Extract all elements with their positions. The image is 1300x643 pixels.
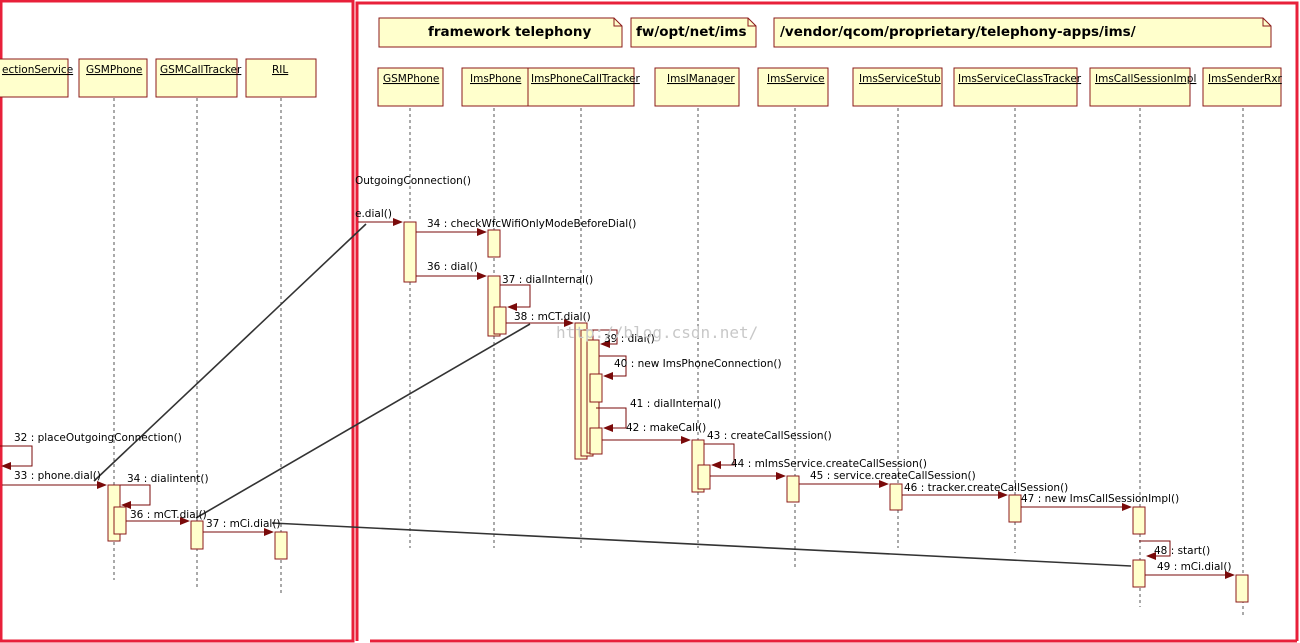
right-message-41: 41 : dialInternal() (630, 398, 721, 410)
right-message-48: 48 : start() (1154, 545, 1210, 557)
svg-text:ImsServiceClassTracker: ImsServiceClassTracker (958, 73, 1082, 85)
svg-text:ImsSenderRxr: ImsSenderRxr (1208, 73, 1283, 85)
svg-text:RIL: RIL (272, 64, 288, 76)
right-message-43: 43 : createCallSession() (707, 430, 832, 442)
right-message-46: 46 : tracker.createCallSession() (904, 482, 1068, 494)
participant-imsserviceclasstracker: ImsServiceClassTracker (953, 67, 1082, 107)
header-label-0: framework telephony (428, 24, 591, 40)
svg-text:GSMPhone: GSMPhone (383, 73, 439, 85)
right-message-outgoing-connection: OutgoingConnection() (355, 175, 471, 187)
participant-imsservicestub: ImsServiceStub (852, 67, 943, 107)
left-message-36: 36 : mCT.dial() (130, 509, 207, 521)
participant-gsmphone-right: GSMPhone (377, 67, 444, 107)
cross-panel-connectors (93, 223, 1132, 567)
left-message-37: 37 : mCi.dial() (206, 518, 281, 530)
left-panel-frame (0, 0, 355, 643)
right-messages (358, 218, 1235, 579)
svg-text:GSMPhone: GSMPhone (86, 64, 142, 76)
participant-imsphonecalltracker: ImsPhoneCallTracker (527, 67, 640, 107)
header-label-1: fw/opt/net/ims (636, 24, 746, 40)
right-message-45: 45 : service.createCallSession() (810, 470, 976, 482)
header-label-2: /vendor/qcom/proprietary/telephony-apps/… (780, 24, 1136, 40)
right-message-39: 39 : dial() (604, 333, 655, 345)
right-message-e-dial: e.dial() (355, 208, 392, 220)
activation-bars (107, 221, 1249, 603)
right-message-37: 37 : dialInternal() (502, 274, 593, 286)
svg-text:ImslManager: ImslManager (667, 73, 735, 85)
right-message-34: 34 : checkWfcWifiOnlyModeBeforeDial() (427, 218, 636, 230)
participant-imssenderrxr: ImsSenderRxr (1202, 67, 1283, 107)
participant-gsmcalltracker: GSMCallTracker (155, 58, 242, 98)
left-message-34: 34 : dialintent() (127, 473, 209, 485)
participant-imslmanager: ImslManager (654, 67, 740, 107)
participant-imscallsessionimpl: ImsCallSessionImpl (1089, 67, 1196, 107)
right-message-36: 36 : dial() (427, 261, 478, 273)
participant-imsphone: ImsPhone (461, 67, 529, 107)
svg-text:ectionService: ectionService (2, 64, 73, 76)
participant-connection-service: ectionService (0, 58, 73, 98)
participant-imsservice: ImsService (757, 67, 829, 107)
svg-text:ImsPhone: ImsPhone (470, 73, 521, 85)
left-message-32: 32 : placeOutgoingConnection() (14, 432, 182, 444)
svg-text:ImsCallSessionImpl: ImsCallSessionImpl (1095, 73, 1196, 85)
left-message-33: 33 : phone.dial() (14, 470, 101, 482)
svg-text:ImsPhoneCallTracker: ImsPhoneCallTracker (531, 73, 640, 85)
header-note-fw: fw/opt/net/ims (630, 17, 757, 48)
svg-text:ImsServiceStub: ImsServiceStub (859, 73, 941, 85)
right-message-47: 47 : new ImsCallSessionImpl() (1021, 493, 1179, 505)
svg-text:ImsService: ImsService (767, 73, 825, 85)
right-panel-frame (355, 1, 1299, 641)
watermark: http://blog.csdn.net/ (556, 323, 758, 342)
header-note-framework: framework telephony (378, 17, 623, 48)
left-messages (0, 445, 274, 536)
right-message-40: 40 : new ImsPhoneConnection() (614, 358, 782, 370)
participant-gsmphone-left: GSMPhone (78, 58, 148, 98)
svg-text:GSMCallTracker: GSMCallTracker (160, 64, 242, 76)
right-message-49: 49 : mCi.dial() (1157, 561, 1232, 573)
participant-ril: RIL (245, 58, 317, 98)
header-note-vendor: /vendor/qcom/proprietary/telephony-apps/… (773, 17, 1272, 48)
right-message-42: 42 : makeCall() (626, 422, 706, 434)
right-message-44: 44 : mImsService.createCallSession() (731, 458, 927, 470)
right-message-38: 38 : mCT.dial() (514, 311, 591, 323)
